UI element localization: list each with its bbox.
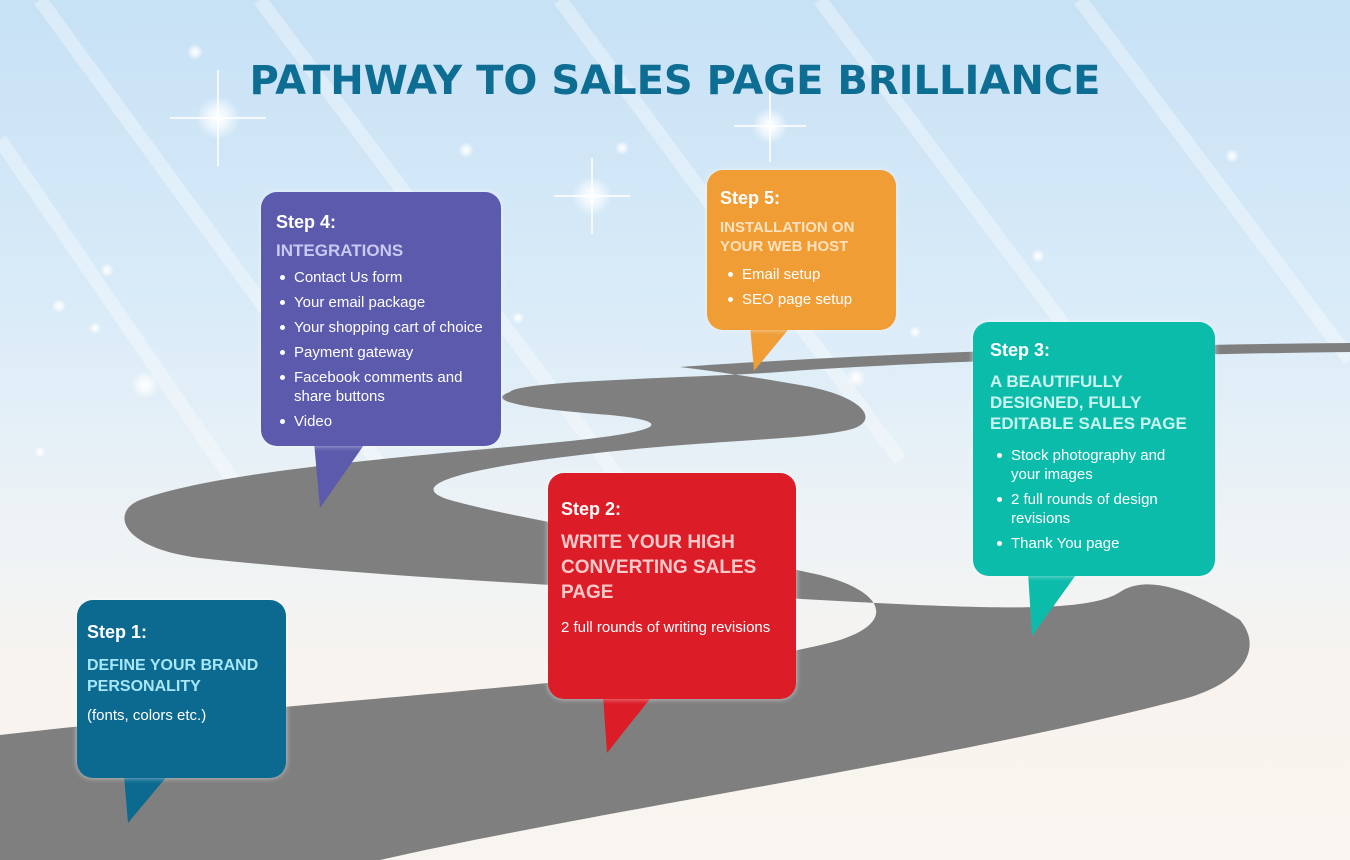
step3-heading-line2: DESIGNED, FULLY [990, 393, 1142, 412]
step5-item-email-setup: Email setup [728, 265, 886, 284]
step5-label: Step 5: [720, 188, 781, 208]
page-title: PATHWAY TO SALES PAGE BRILLIANCE [249, 58, 1101, 104]
step2-heading-line2: CONVERTING SALES [561, 557, 757, 578]
step1-heading-line1: DEFINE YOUR BRAND [87, 657, 259, 674]
step4-item-contact-form: Contact Us form [280, 268, 491, 287]
step2-heading-line1: WRITE YOUR HIGH [561, 532, 735, 553]
step5-bubble-tail [750, 325, 792, 371]
step1-heading-line2: PERSONALITY [87, 678, 201, 695]
step1-note: (fonts, colors etc.) [87, 707, 207, 724]
step5-item-seo-setup: SEO page setup [728, 290, 886, 309]
sparkle-stars [34, 44, 1239, 458]
step1-label: Step 1: [87, 622, 148, 642]
step5-heading-line1: INSTALLATION ON [720, 219, 855, 236]
step2-bubble-tail [603, 695, 653, 753]
step2-note: 2 full rounds of writing revisions [561, 619, 771, 636]
step4-item-video: Video [280, 412, 491, 431]
step4-item-payment-gateway: Payment gateway [280, 343, 491, 362]
step4-heading: INTEGRATIONS [276, 241, 404, 260]
step4-label: Step 4: [276, 212, 337, 232]
step3-heading-line3: EDITABLE SALES PAGE [990, 414, 1187, 433]
step4-bubble: Step 4: INTEGRATIONS Contact Us form You… [261, 192, 501, 446]
step5-heading-line2: YOUR WEB HOST [720, 238, 849, 255]
step3-bubble-tail [1028, 572, 1078, 636]
step3-bubble: Step 3: A BEAUTIFULLY DESIGNED, FULLY ED… [973, 322, 1215, 576]
step4-item-email-package: Your email package [280, 293, 491, 312]
step2-label: Step 2: [561, 499, 622, 519]
step5-list: Email setup SEO page setup [720, 265, 886, 309]
step3-heading-line1: A BEAUTIFULLY [990, 372, 1123, 391]
step2-bubble: Step 2: WRITE YOUR HIGH CONVERTING SALES… [548, 473, 796, 699]
step4-list: Contact Us form Your email package Your … [276, 268, 491, 431]
step3-item-thank-you-page: Thank You page [997, 534, 1207, 553]
step1-bubble: Step 1: DEFINE YOUR BRAND PERSONALITY (f… [77, 600, 286, 778]
step4-item-shopping-cart: Your shopping cart of choice [280, 318, 491, 337]
step5-bubble: Step 5: INSTALLATION ON YOUR WEB HOST Em… [707, 170, 896, 330]
step1-bubble-tail [124, 775, 168, 823]
step2-heading-line3: PAGE [561, 582, 614, 603]
step4-bubble-tail [314, 442, 366, 508]
step3-label: Step 3: [990, 340, 1051, 360]
